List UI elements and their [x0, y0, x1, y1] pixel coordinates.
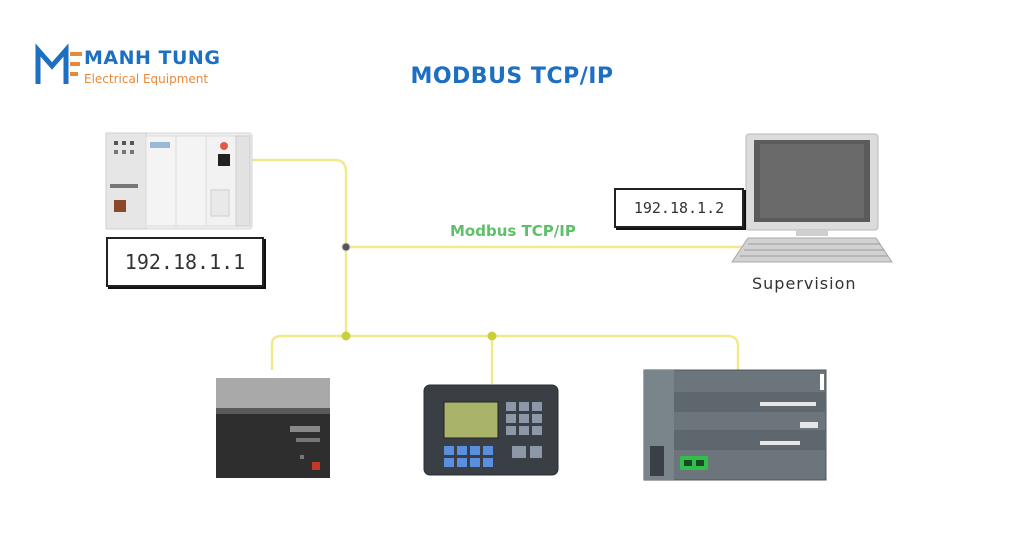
network-node-lower-left: [341, 331, 351, 341]
network-node-lower-mid: [487, 331, 497, 341]
page-title: MODBUS TCP/IP: [410, 64, 614, 89]
supervision-ip-label: 192.18.1.2: [614, 188, 744, 228]
brand-name: MANH TUNG: [84, 47, 221, 69]
supervision-label: Supervision: [752, 274, 857, 293]
plc-ip-label: 192.18.1.1: [106, 237, 264, 287]
link-protocol-label: Modbus TCP/IP: [450, 222, 576, 240]
brand-logo-icon: [35, 43, 82, 84]
brand-subtitle: Electrical Equipment: [84, 72, 209, 86]
drive-unit-icon: [216, 378, 330, 478]
field-bus-line: [270, 334, 740, 370]
hmi-panel-icon: [423, 384, 559, 476]
io-module-icon: [643, 369, 827, 481]
computer-monitor-icon: [731, 133, 893, 263]
plc-connection-line: [250, 158, 348, 336]
plc-rack-icon: [105, 132, 253, 230]
network-node-upper: [341, 242, 351, 252]
